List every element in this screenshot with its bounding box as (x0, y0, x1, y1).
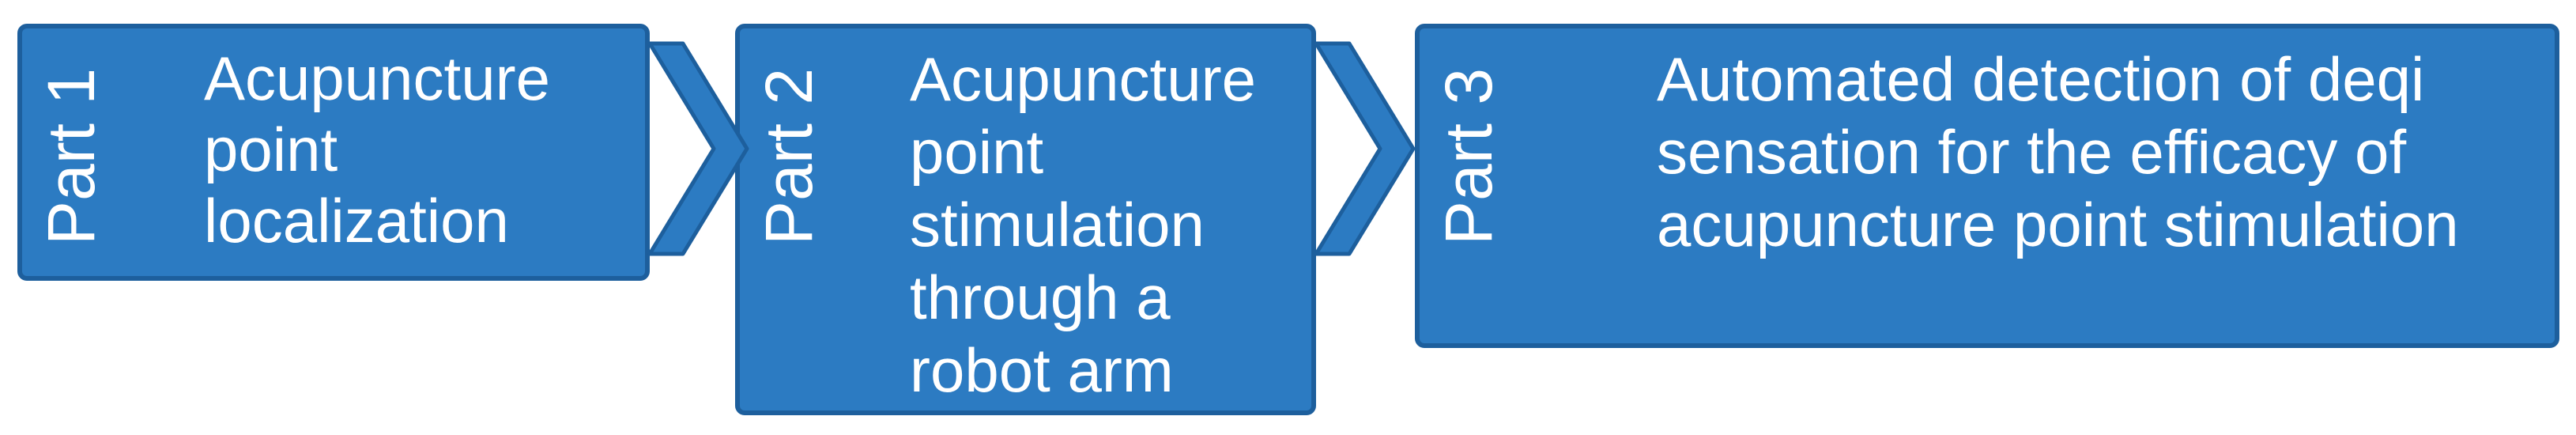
chevron-right-icon (1314, 41, 1416, 256)
step-description-part-3: Automated detection of deqi sensation fo… (1657, 44, 2459, 259)
chevron-right-icon (647, 41, 749, 256)
step-description-part-1: Acupuncture point localization (204, 44, 550, 255)
step-description-part-2: Acupuncture point stimulation through a … (910, 44, 1256, 405)
step-box-part-3: Part 3 Automated detection of deqi sensa… (1415, 24, 2559, 348)
step-box-part-1: Part 1 Acupuncture point localization (17, 24, 650, 281)
step-box-part-2: Part 2 Acupuncture point stimulation thr… (735, 24, 1316, 415)
